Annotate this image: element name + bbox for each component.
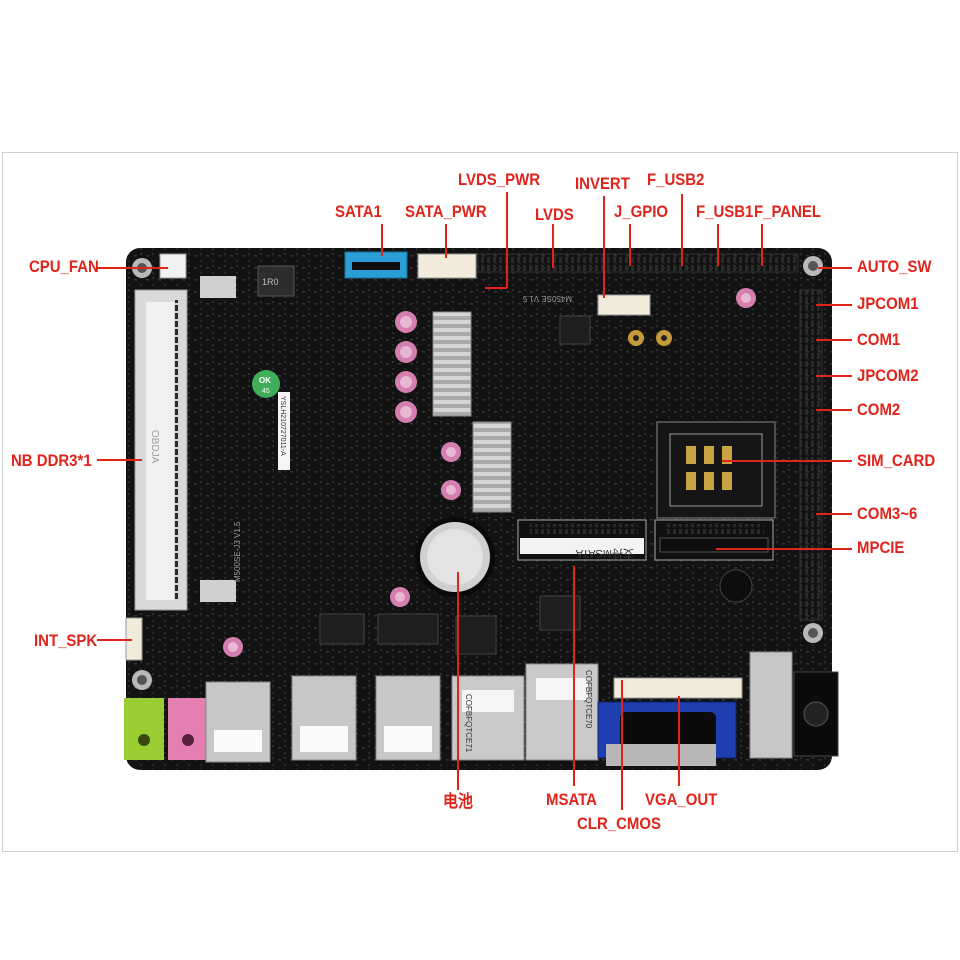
label-battery: 电池: [443, 792, 473, 811]
label-nb-ddr3: NB DDR3*1: [11, 451, 92, 470]
leader-lines: [97, 192, 852, 810]
svg-text:OK: OK: [259, 376, 271, 385]
label-int-spk: INT_SPK: [34, 631, 98, 650]
label-lvds-pwr: LVDS_PWR: [458, 170, 541, 189]
label-com3-6: COM3~6: [857, 504, 918, 523]
label-jpcom2: JPCOM2: [857, 366, 919, 385]
svg-text:1R0: 1R0: [262, 277, 279, 287]
cpu-fan-header: [159, 253, 187, 279]
sim-card-holder: [656, 421, 776, 519]
svg-text:45: 45: [262, 388, 270, 395]
serial-sticker: [278, 392, 290, 470]
audio-jacks: [124, 698, 208, 760]
svg-text:支持MSATA: 支持MSATA: [575, 547, 634, 561]
label-lvds: LVDS: [535, 205, 574, 224]
label-jpcom1: JPCOM1: [857, 294, 919, 313]
so-dimm-slot: OBDJA: [134, 276, 236, 611]
label-com1: COM1: [857, 330, 901, 349]
heatsink-1: [432, 311, 472, 417]
svg-text:M450SE V1.5: M450SE V1.5: [522, 294, 572, 303]
svg-text:OBDJA: OBDJA: [149, 430, 160, 464]
label-auto-sw: AUTO_SW: [857, 257, 932, 276]
label-clr-cmos: CLR_CMOS: [577, 814, 661, 833]
label-j-gpio: J_GPIO: [614, 202, 669, 221]
invert-header: [597, 294, 651, 316]
label-com2: COM2: [857, 400, 901, 419]
label-mpcie: MPCIE: [857, 538, 905, 557]
label-sata1: SATA1: [335, 202, 382, 221]
ok-sticker: [252, 370, 280, 398]
usb-ports: [205, 675, 441, 763]
svg-text:YSLH210727011-A: YSLH210727011-A: [279, 396, 286, 456]
label-f-panel: F_PANEL: [754, 202, 822, 221]
svg-text:M500SE-J3 V1.5: M500SE-J3 V1.5: [233, 521, 242, 582]
label-vga-out: VGA_OUT: [645, 790, 718, 809]
label-msata: MSATA: [546, 790, 597, 809]
heatsink-2: [472, 421, 512, 513]
mounting-holes: [132, 256, 823, 690]
msata-slot: 支持MSATA: [517, 519, 647, 561]
dc-power-jack: [749, 651, 839, 759]
svg-text:COFBFQTCE70: COFBFQTCE70: [584, 670, 593, 729]
label-cpu-fan: CPU_FAN: [29, 257, 99, 276]
vga-port: [597, 677, 743, 766]
lvds-connector: [477, 253, 609, 273]
label-sim-card: SIM_CARD: [857, 451, 936, 470]
mpcie-slot: [654, 519, 774, 561]
label-f-usb2: F_USB2: [647, 170, 705, 189]
com-pin-headers: [799, 289, 823, 621]
svg-text:COFBFQTCE71: COFBFQTCE71: [464, 694, 473, 753]
label-invert: INVERT: [575, 174, 630, 193]
label-f-usb1: F_USB1: [696, 202, 754, 221]
label-sata-pwr: SATA_PWR: [405, 202, 487, 221]
top-pin-headers: [607, 253, 799, 273]
image-frame: [2, 152, 958, 852]
capacitors: [223, 288, 756, 657]
